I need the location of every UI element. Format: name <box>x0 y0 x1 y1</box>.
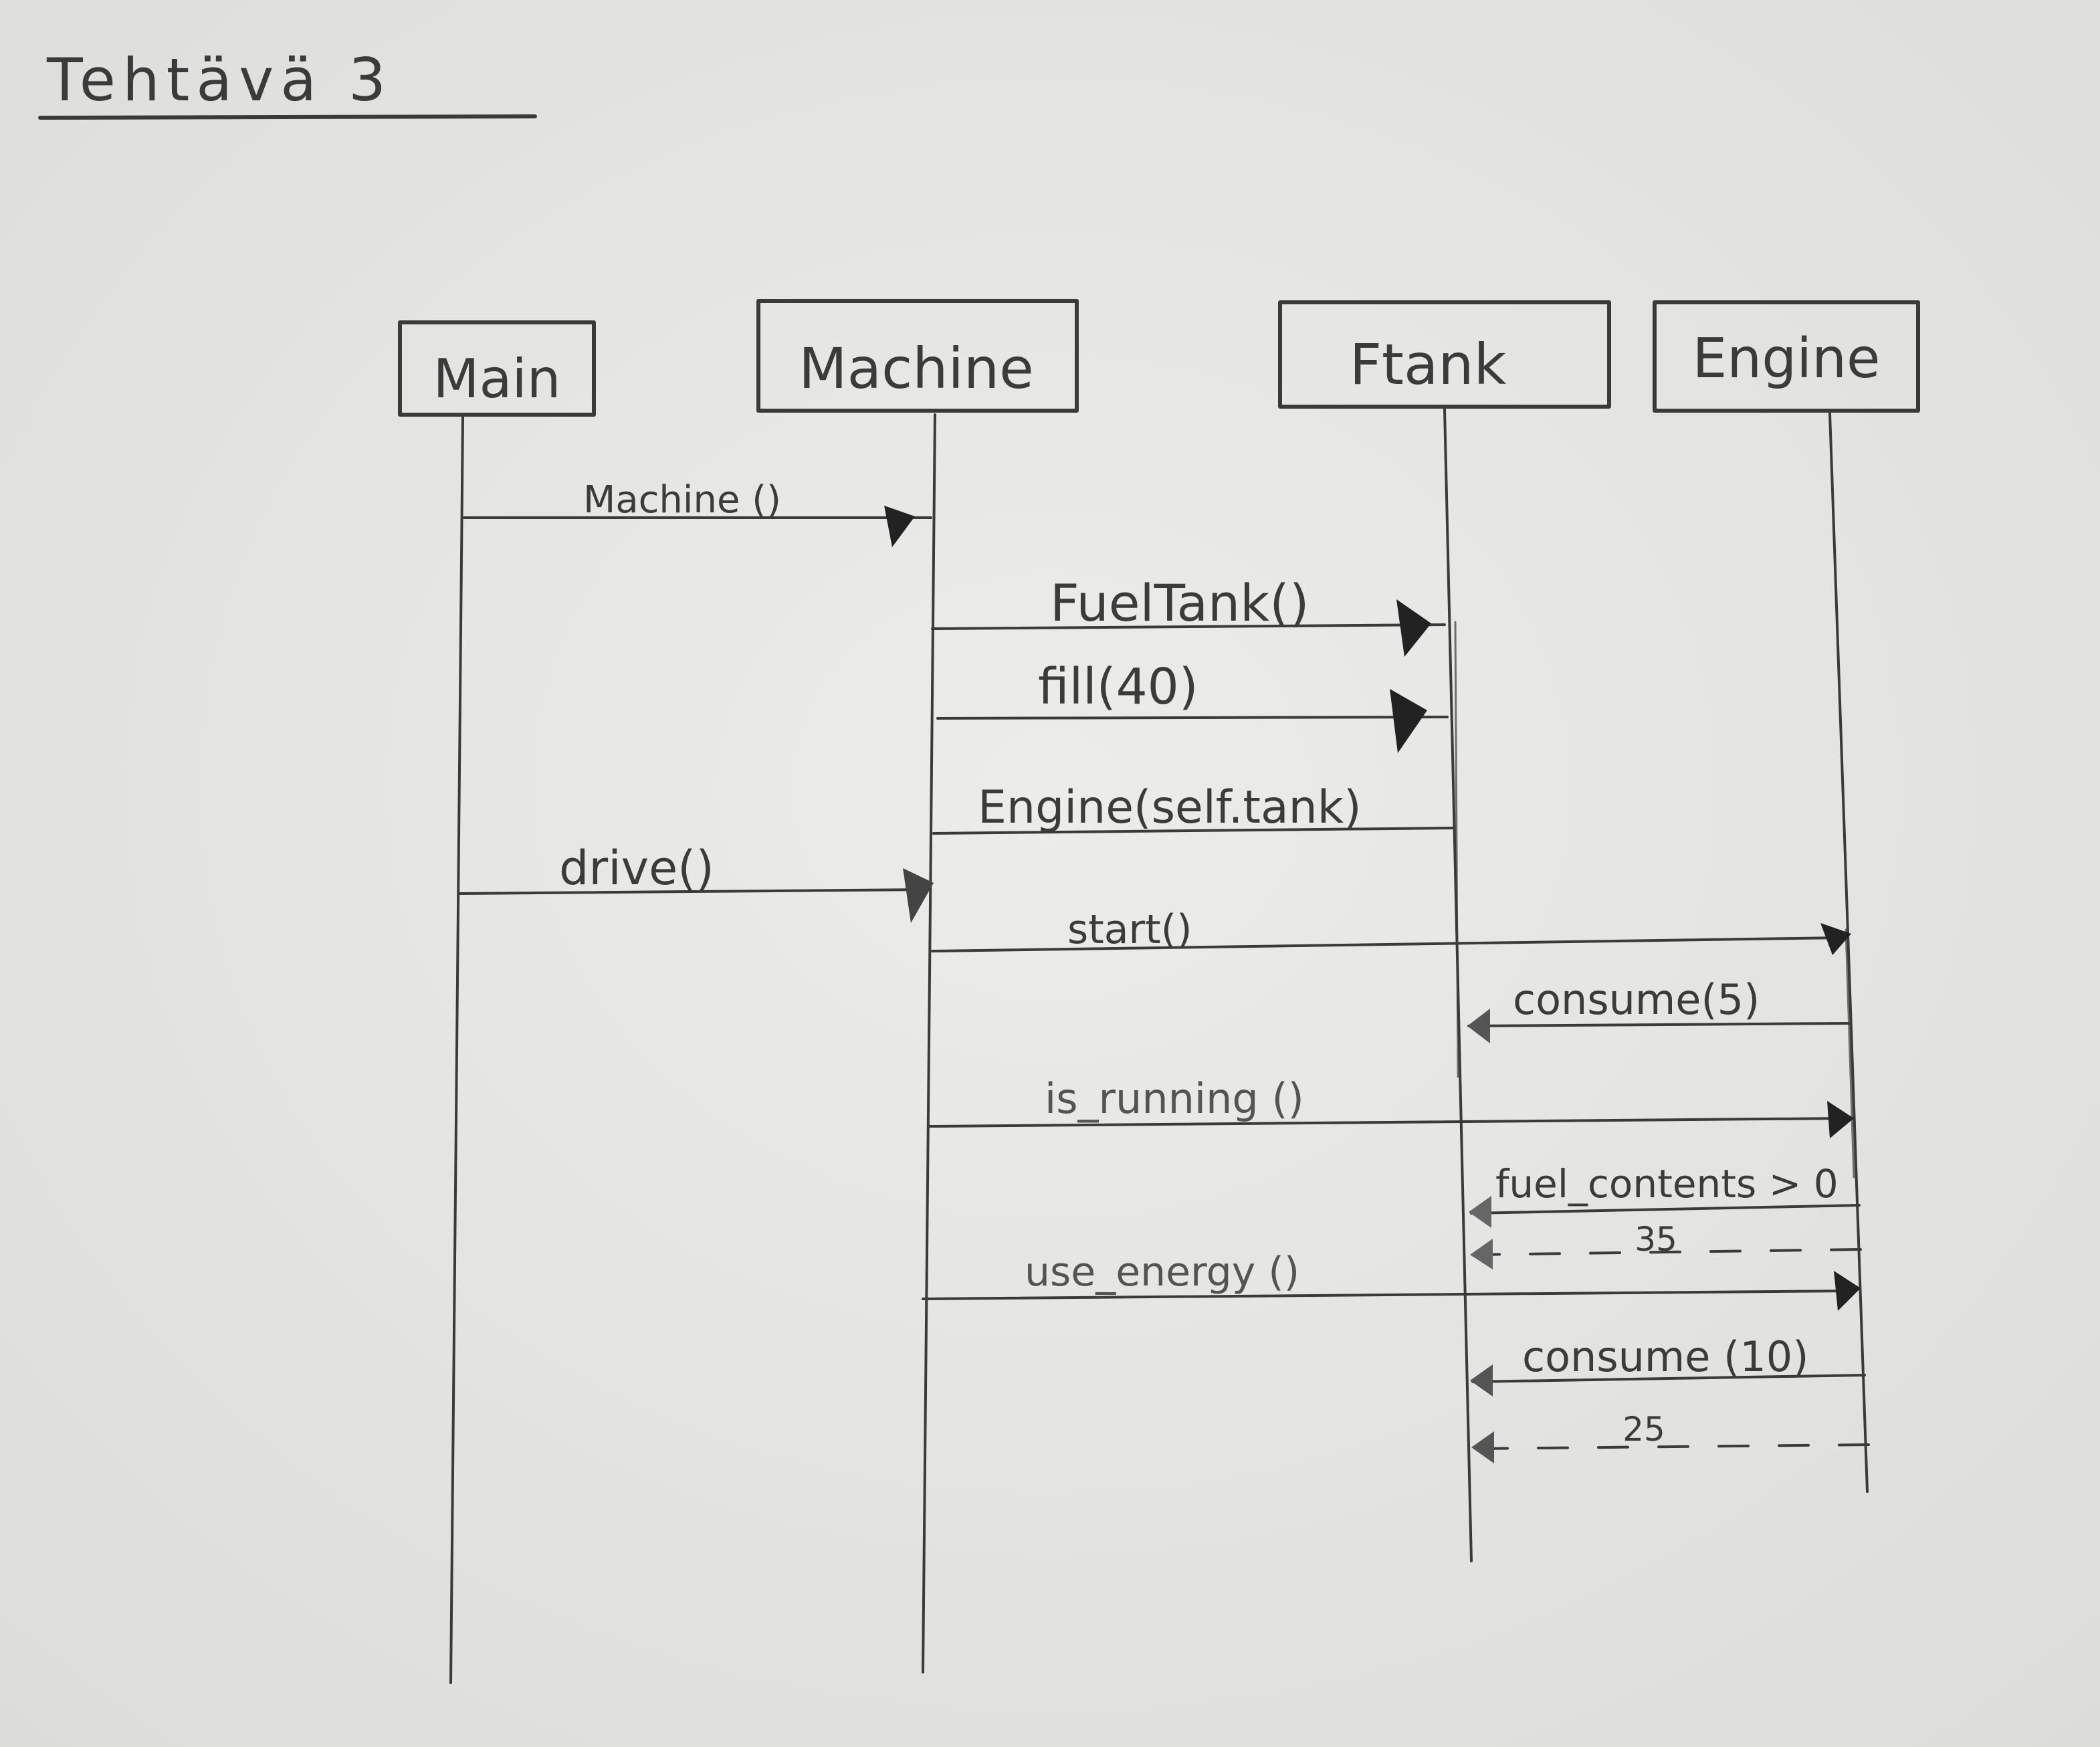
message-line <box>928 1117 1847 1128</box>
message-consume-10: consume (10) <box>1470 1332 1866 1397</box>
message-label: use_energy () <box>1025 1249 1299 1296</box>
message-label: FuelTank() <box>1050 573 1309 633</box>
filled-arrowhead-icon <box>903 868 934 923</box>
message-line <box>1474 1443 1870 1450</box>
message-line <box>922 1290 1855 1300</box>
message-fuel-contents: fuel_contents > 0 <box>1469 1161 1861 1228</box>
message-fill: fill(40) <box>936 658 1449 753</box>
message-line <box>1467 1022 1850 1027</box>
filled-arrowhead-icon <box>884 506 915 547</box>
message-label: fill(40) <box>1038 658 1198 716</box>
message-line <box>457 888 928 895</box>
message-label: consume(5) <box>1513 975 1760 1024</box>
message-consume-5: consume(5) <box>1467 975 1850 1043</box>
message-is-running: is_running () <box>928 1074 1854 1138</box>
message-start: start() <box>931 906 1851 955</box>
message-line <box>931 936 1843 952</box>
message-engine-constructor: Engine(self.tank) <box>932 781 1454 835</box>
participant-label: Machine <box>799 336 1034 401</box>
message-label: 35 <box>1635 1220 1677 1259</box>
message-use-energy: use_energy () <box>922 1249 1861 1311</box>
filled-arrowhead-icon <box>1471 1431 1494 1463</box>
message-label: drive() <box>559 841 714 896</box>
participant-label: Main <box>433 348 561 410</box>
participant-box <box>398 320 596 417</box>
title-underline <box>38 114 537 120</box>
participant-ftank: Ftank <box>1278 300 1611 409</box>
participant-box <box>1653 300 1920 413</box>
activation-bar-ftank <box>1454 621 1459 1078</box>
message-machine-constructor: Machine () <box>463 478 932 547</box>
lifeline-machine <box>922 413 936 1673</box>
participant-label: Engine <box>1692 327 1880 391</box>
message-return-25: 25 <box>1471 1410 1870 1463</box>
lifeline-engine <box>1828 412 1869 1493</box>
message-label: Machine () <box>583 478 781 522</box>
message-label: 25 <box>1622 1410 1665 1449</box>
message-line <box>1471 1374 1866 1383</box>
message-label: consume (10) <box>1522 1332 1808 1381</box>
message-label: is_running () <box>1045 1074 1304 1123</box>
filled-arrowhead-icon <box>1470 1239 1493 1269</box>
message-line <box>1470 1204 1861 1215</box>
filled-arrowhead-icon <box>1834 1271 1861 1311</box>
filled-arrowhead-icon <box>1396 599 1431 657</box>
message-drive: drive() <box>457 841 934 923</box>
participant-engine: Engine <box>1653 300 1920 413</box>
lifeline-main <box>449 416 464 1684</box>
message-line <box>936 716 1449 720</box>
message-label: start() <box>1067 906 1192 953</box>
filled-arrowhead-icon <box>1820 923 1851 955</box>
filled-arrowhead-icon <box>1467 1009 1490 1043</box>
participant-machine: Machine <box>756 299 1079 413</box>
message-line <box>931 623 1446 630</box>
filled-arrowhead-icon <box>1390 689 1427 753</box>
participant-main: Main <box>398 320 596 417</box>
message-line <box>932 827 1454 835</box>
message-line <box>1473 1248 1862 1256</box>
message-fueltank-constructor: FuelTank() <box>931 573 1446 657</box>
participant-box <box>756 299 1079 413</box>
participant-label: Ftank <box>1350 332 1507 397</box>
filled-arrowhead-icon <box>1827 1101 1854 1138</box>
filled-arrowhead-icon <box>1470 1364 1493 1397</box>
activation-bar-engine <box>1845 928 1855 1178</box>
message-return-35: 35 <box>1470 1220 1862 1269</box>
filled-arrowhead-icon <box>1469 1196 1491 1228</box>
message-label: fuel_contents > 0 <box>1495 1161 1839 1207</box>
message-label: Engine(self.tank) <box>978 781 1362 834</box>
page-title: Tehtävä 3 <box>46 45 393 114</box>
participant-box <box>1278 300 1611 409</box>
